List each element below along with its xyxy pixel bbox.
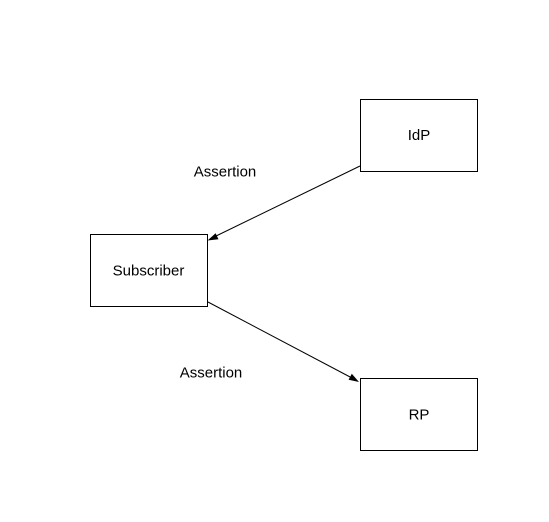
edge-subscriber-to-rp-label: Assertion bbox=[180, 365, 243, 382]
node-rp-label: RP bbox=[409, 407, 430, 424]
node-idp-label: IdP bbox=[408, 127, 431, 144]
arrowhead-icon bbox=[207, 233, 219, 241]
node-subscriber: Subscriber bbox=[90, 234, 208, 307]
edge-idp-to-subscriber: Assertion bbox=[194, 164, 361, 241]
edge-idp-to-subscriber-line bbox=[213, 165, 361, 238]
edge-idp-to-subscriber-label: Assertion bbox=[194, 164, 257, 181]
node-idp: IdP bbox=[360, 99, 478, 172]
node-subscriber-label: Subscriber bbox=[113, 263, 185, 280]
edge-subscriber-to-rp: Assertion bbox=[180, 301, 359, 382]
node-rp: RP bbox=[360, 378, 478, 451]
node-rp-box bbox=[360, 378, 478, 451]
node-idp-box bbox=[360, 99, 478, 172]
node-subscriber-box bbox=[90, 234, 208, 307]
edge-subscriber-to-rp-line bbox=[207, 301, 353, 379]
arrowhead-icon bbox=[348, 373, 359, 382]
